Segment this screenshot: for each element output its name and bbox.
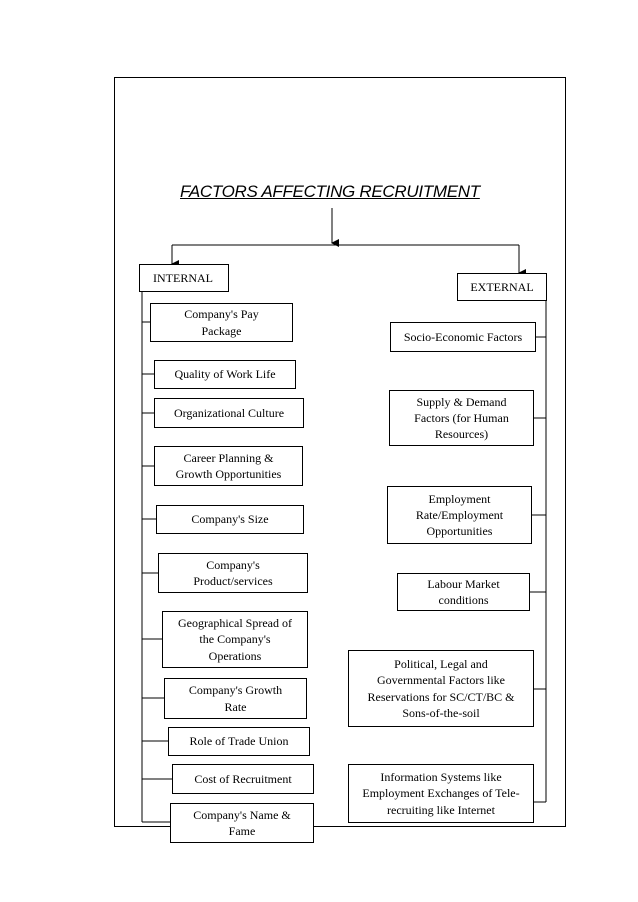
external-factor-political-legal: Political, Legal and Governmental Factor… (348, 650, 534, 727)
external-label: EXTERNAL (470, 279, 534, 294)
internal-factor-company-size: Company's Size (156, 505, 304, 534)
internal-factor-name-fame: Company's Name & Fame (170, 803, 314, 843)
internal-connectors (142, 321, 172, 823)
internal-factor-growth-rate: Company's Growth Rate (164, 678, 307, 719)
external-header-box: EXTERNAL (457, 273, 547, 301)
page-frame (114, 77, 566, 827)
internal-factor-quality-of-work-life: Quality of Work Life (154, 360, 296, 389)
external-factor-labour-market: Labour Market conditions (397, 573, 530, 611)
internal-factor-pay-package: Company's Pay Package (150, 303, 293, 342)
internal-factor-product-services: Company's Product/services (158, 553, 308, 593)
external-factor-socio-economic: Socio-Economic Factors (390, 322, 536, 352)
external-factor-supply-demand: Supply & Demand Factors (for Human Resou… (389, 390, 534, 446)
internal-header-box: INTERNAL (139, 264, 229, 292)
internal-factor-career-planning: Career Planning & Growth Opportunities (154, 446, 303, 486)
internal-factor-trade-union: Role of Trade Union (168, 727, 310, 756)
external-factor-employment-rate: Employment Rate/Employment Opportunities (387, 486, 532, 544)
diagram-title: FACTORS AFFECTING RECRUITMENT (180, 182, 480, 201)
internal-factor-organizational-culture: Organizational Culture (154, 398, 304, 428)
internal-factor-cost-of-recruitment: Cost of Recruitment (172, 764, 314, 794)
internal-factor-geographical-spread: Geographical Spread of the Company's Ope… (162, 611, 308, 668)
internal-label: INTERNAL (153, 270, 213, 285)
external-connectors (530, 336, 546, 803)
external-factor-information-systems: Information Systems like Employment Exch… (348, 764, 534, 823)
